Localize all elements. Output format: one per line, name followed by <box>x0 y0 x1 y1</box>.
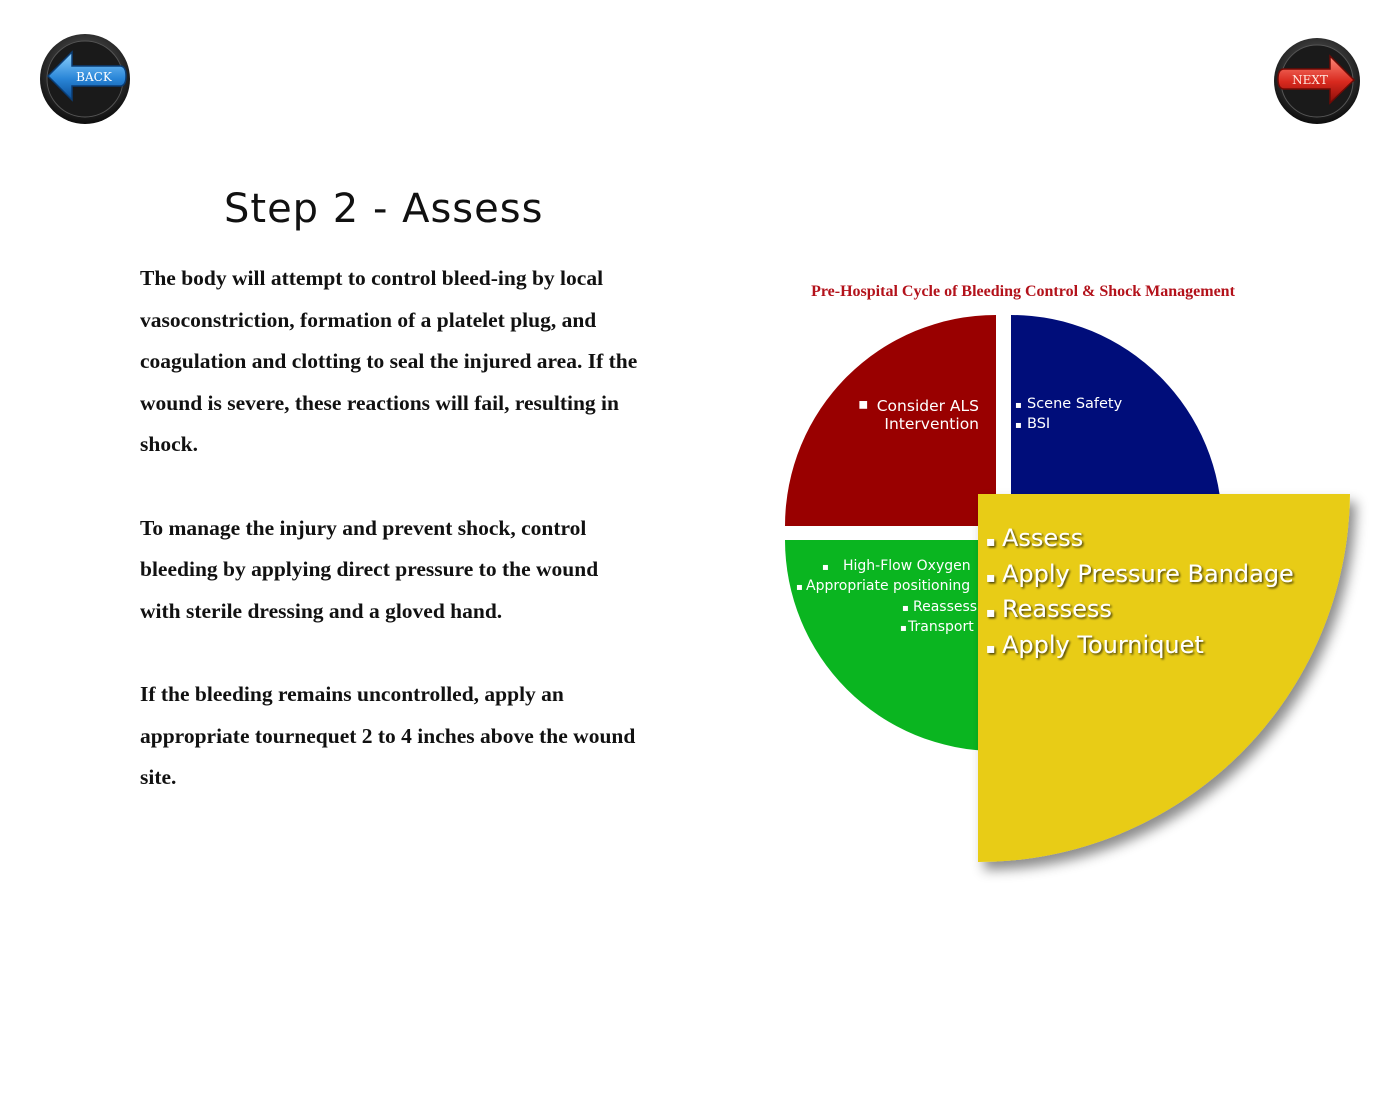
green-bullet-4: ▪ <box>900 623 907 634</box>
green-label-1: High-Flow Oxygen <box>843 558 971 574</box>
red-label-line-2: Intervention <box>884 415 979 433</box>
paragraph-3: If the bleeding remains uncontrolled, ap… <box>140 681 636 790</box>
yellow-bullet-4: ▪ <box>986 641 996 657</box>
paragraph-2: To manage the injury and prevent shock, … <box>140 515 599 623</box>
red-label-line-1: Consider ALS <box>877 397 979 415</box>
blue-label-1: Scene Safety <box>1027 396 1123 412</box>
quadrant-green <box>785 540 996 751</box>
green-bullet-1: ▪ <box>822 562 829 573</box>
green-label-3: Reassess <box>913 599 977 615</box>
quadrant-yellow <box>978 494 1350 862</box>
green-label-4: Transport <box>907 619 974 635</box>
quadrant-red <box>785 315 996 526</box>
next-label: NEXT <box>1292 73 1328 87</box>
back-arrow-icon: BACK <box>40 34 130 124</box>
green-bullet-2: ▪ <box>796 582 803 593</box>
page-title: Step 2 - Assess <box>224 186 544 232</box>
yellow-bullet-3: ▪ <box>986 605 996 621</box>
back-label: BACK <box>76 70 113 84</box>
blue-bullet-2: ▪ <box>1015 420 1022 431</box>
blue-bullet-1: ▪ <box>1015 400 1022 411</box>
yellow-bullet-1: ▪ <box>986 534 996 550</box>
bleeding-control-cycle-diagram: Pre-Hospital Cycle of Bleeding Control &… <box>700 270 1360 910</box>
green-label-2: Appropriate positioning <box>806 578 970 594</box>
yellow-bullet-2: ▪ <box>986 570 996 586</box>
diagram-title: Pre-Hospital Cycle of Bleeding Control &… <box>811 283 1235 300</box>
yellow-label-1: Assess <box>1002 524 1083 552</box>
cycle-diagram-svg: Pre-Hospital Cycle of Bleeding Control &… <box>785 283 1350 862</box>
next-arrow-icon: NEXT <box>1274 38 1360 124</box>
green-bullet-3: ▪ <box>902 603 909 614</box>
yellow-label-4: Apply Tourniquet <box>1002 631 1204 659</box>
blue-label-2: BSI <box>1027 416 1050 432</box>
yellow-label-3: Reassess <box>1002 595 1112 623</box>
yellow-label-2: Apply Pressure Bandage <box>1002 560 1294 588</box>
quadrant-blue <box>1011 315 1222 526</box>
body-text: The body will attempt to control bleed-i… <box>140 258 640 840</box>
back-button[interactable]: BACK <box>38 32 132 126</box>
red-bullet: ▪ <box>858 395 869 413</box>
next-button[interactable]: NEXT <box>1272 36 1362 126</box>
paragraph-1: The body will attempt to control bleed-i… <box>140 266 638 457</box>
